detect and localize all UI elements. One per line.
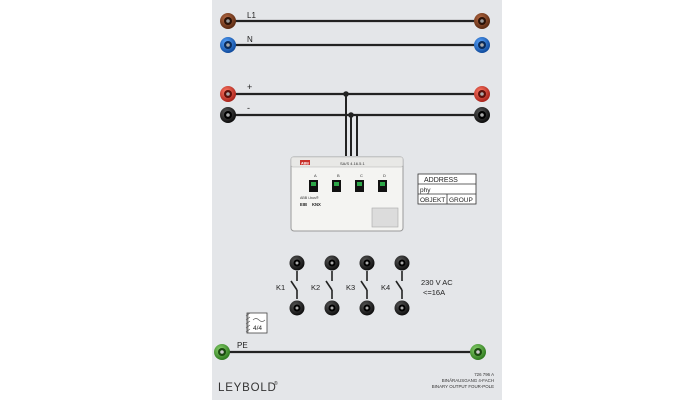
socket-minus-right[interactable] bbox=[474, 107, 490, 123]
brand-logo: LEYBOLD bbox=[218, 382, 277, 394]
channel-label: C bbox=[360, 173, 363, 178]
rail-label-l1: L1 bbox=[247, 11, 256, 20]
module-brand-lower: ABB i-bus® bbox=[300, 196, 319, 200]
contact-label-k4: K4 bbox=[381, 283, 390, 292]
rail-lines bbox=[228, 19, 482, 354]
socket-pe-right[interactable] bbox=[470, 344, 486, 360]
socket-plus-right[interactable] bbox=[474, 86, 490, 102]
rail-label-plus: + bbox=[247, 82, 252, 92]
channel-label: B bbox=[337, 173, 340, 178]
contact-switch-symbols bbox=[290, 271, 403, 299]
contact-label-k3: K3 bbox=[346, 283, 355, 292]
contact-socket-k2-bottom[interactable] bbox=[324, 300, 340, 316]
address-table bbox=[417, 173, 477, 205]
supply-taps bbox=[345, 94, 358, 156]
channel-switch-c[interactable] bbox=[355, 180, 364, 192]
contact-label-k1: K1 bbox=[276, 283, 285, 292]
mounting-badge: 4/4 bbox=[245, 312, 268, 334]
rail-label-pe: PE bbox=[237, 341, 248, 350]
part-number: 726 796 A bbox=[474, 372, 494, 377]
contact-socket-k3-top[interactable] bbox=[359, 255, 375, 271]
contact-socket-k3-bottom[interactable] bbox=[359, 300, 375, 316]
module-label-window bbox=[371, 207, 399, 228]
hatch-icon bbox=[245, 312, 266, 333]
socket-plus-left[interactable] bbox=[220, 86, 236, 102]
badge-label: 4/4 bbox=[253, 325, 262, 332]
current-rating: <=16A bbox=[423, 288, 445, 297]
socket-pe-left[interactable] bbox=[214, 344, 230, 360]
brand-mark: ® bbox=[274, 380, 278, 387]
address-group: GROUP bbox=[449, 197, 473, 204]
rail-label-minus: - bbox=[247, 103, 250, 113]
junction-dot bbox=[343, 91, 349, 97]
channel-switch-d[interactable] bbox=[378, 180, 387, 192]
socket-l1-left[interactable] bbox=[220, 13, 236, 29]
product-name-en: BINARY OUTPUT FOUR-POLE bbox=[432, 384, 494, 389]
rail-label-n: N bbox=[247, 35, 253, 44]
voltage-rating: 230 V AC bbox=[421, 278, 453, 287]
module-model: SA/S 4.16.5.1 bbox=[340, 161, 365, 166]
contact-label-k2: K2 bbox=[311, 283, 320, 292]
abb-logo-icon bbox=[300, 160, 310, 165]
socket-n-right[interactable] bbox=[474, 37, 490, 53]
socket-minus-left[interactable] bbox=[220, 107, 236, 123]
channel-switch-a[interactable] bbox=[309, 180, 318, 192]
contact-socket-k4-top[interactable] bbox=[394, 255, 410, 271]
product-name-de: BINÄRAUSGANG 4-FACH bbox=[442, 378, 494, 383]
address-objekt: OBJEKT bbox=[420, 197, 445, 204]
address-phy: phy bbox=[420, 187, 431, 194]
contact-socket-k2-top[interactable] bbox=[324, 255, 340, 271]
junction-dot bbox=[348, 112, 354, 118]
contact-socket-k1-bottom[interactable] bbox=[289, 300, 305, 316]
contact-socket-k4-bottom[interactable] bbox=[394, 300, 410, 316]
module-brand: ABB bbox=[301, 162, 309, 166]
channel-switch-b[interactable] bbox=[332, 180, 341, 192]
module-knx-text: EIB bbox=[300, 202, 307, 207]
address-title: ADDRESS bbox=[424, 177, 458, 184]
socket-l1-right[interactable] bbox=[474, 13, 490, 29]
channel-label: D bbox=[383, 173, 386, 178]
socket-n-left[interactable] bbox=[220, 37, 236, 53]
abb-module: ABB SA/S 4.16.5.1 A B C D ABB i-bus® EIB… bbox=[290, 156, 404, 232]
contact-socket-k1-top[interactable] bbox=[289, 255, 305, 271]
module-knx-text-2: KNX bbox=[312, 202, 321, 207]
channel-label: A bbox=[314, 173, 317, 178]
